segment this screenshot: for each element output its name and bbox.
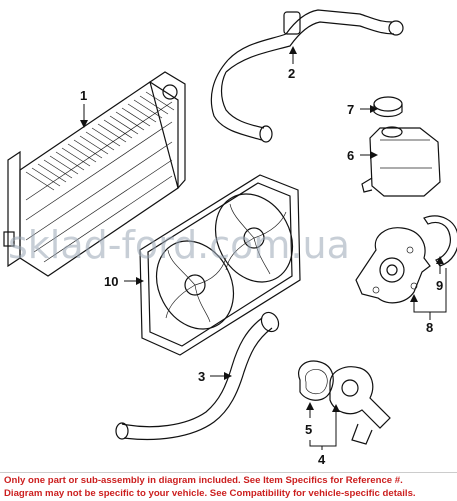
lower-hose-illustration <box>115 311 280 441</box>
upper-hose-illustration <box>210 9 404 143</box>
thermostat-gasket-illustration <box>298 360 334 401</box>
callout-7: 7 <box>347 102 354 117</box>
callout-8: 8 <box>426 320 433 335</box>
callout-5: 5 <box>305 422 312 437</box>
callout-2: 2 <box>288 66 295 81</box>
parts-diagram: sklad-ford.com.ua 1 2 3 4 5 6 7 8 9 10 <box>3 9 457 467</box>
watermark-text: sklad-ford.com.ua <box>8 223 350 267</box>
disclaimer-line-2: Diagram may not be specific to your vehi… <box>4 488 416 499</box>
callout-1: 1 <box>80 88 87 103</box>
disclaimer-line-1: Only one part or sub-assembly in diagram… <box>4 475 403 486</box>
callout-10: 10 <box>104 274 118 289</box>
callout-9: 9 <box>436 278 443 293</box>
thermostat-housing-illustration <box>329 366 391 445</box>
callout-6: 6 <box>347 148 354 163</box>
water-pump-illustration <box>355 227 431 304</box>
radiator-illustration <box>3 71 186 277</box>
leader-lines <box>80 46 447 450</box>
callout-4: 4 <box>318 452 326 467</box>
disclaimer-footer: Only one part or sub-assembly in diagram… <box>0 472 457 501</box>
fan-assembly-illustration <box>139 174 301 356</box>
callout-3: 3 <box>198 369 205 384</box>
coolant-reservoir-illustration <box>361 126 441 197</box>
pump-gasket-illustration <box>423 215 457 267</box>
reservoir-cap-illustration <box>373 96 403 118</box>
